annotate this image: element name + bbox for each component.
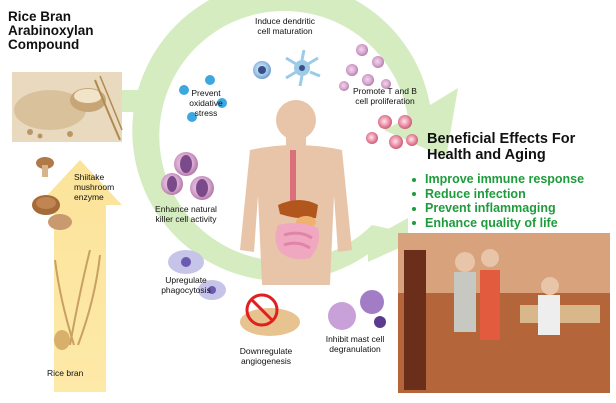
label-inhibit-mast-2: degranulation bbox=[329, 344, 381, 354]
cycle-to-benefits-arrow bbox=[368, 218, 408, 262]
arrow-labels: Shiitake mushroom enzyme Rice bran bbox=[47, 172, 114, 378]
dendritic-cells-image bbox=[253, 49, 321, 87]
compound-title-line3: Compound bbox=[8, 37, 80, 52]
label-prevent-oxidative-3: stress bbox=[195, 108, 218, 118]
label-inhibit-mast-1: Inhibit mast cell bbox=[326, 334, 385, 344]
label-shiitake-2: mushroom bbox=[74, 182, 114, 192]
label-prevent-oxidative-1: Prevent bbox=[191, 88, 221, 98]
label-promote-tb-1: Promote T and B bbox=[353, 86, 417, 96]
label-upregulate-2: phagocytosis bbox=[161, 285, 211, 295]
benefit-item: Improve immune response bbox=[412, 172, 584, 187]
phagocytes-image bbox=[168, 250, 226, 300]
oxidative-stress-icons bbox=[179, 75, 227, 122]
benefits-title-line2: Health and Aging bbox=[427, 147, 546, 163]
bullet-icon bbox=[412, 221, 416, 226]
label-shiitake-3: enzyme bbox=[74, 192, 104, 202]
compound-title-line2: Arabinoxylan bbox=[8, 23, 94, 38]
benefit-item: Enhance quality of life bbox=[412, 216, 584, 231]
label-downregulate-2: angiogenesis bbox=[241, 356, 291, 366]
human-body-figure bbox=[240, 100, 352, 285]
label-downregulate-1: Downregulate bbox=[240, 346, 293, 356]
elderly-activity-photo bbox=[398, 233, 610, 393]
label-shiitake-1: Shiitake bbox=[74, 172, 105, 182]
bullet-icon bbox=[412, 192, 416, 197]
benefit-item: Prevent inflammaging bbox=[412, 201, 584, 216]
red-cells-image bbox=[366, 115, 418, 149]
rice-grains-image bbox=[54, 249, 101, 350]
label-enhance-nk-2: killer cell activity bbox=[156, 214, 218, 224]
compound-title: Rice Bran Arabinoxylan Compound bbox=[8, 10, 94, 52]
label-promote-tb-2: cell proliferation bbox=[355, 96, 415, 106]
benefits-title: Beneficial Effects For Health and Aging bbox=[427, 131, 575, 163]
label-upregulate-1: Upregulate bbox=[165, 275, 207, 285]
benefit-item: Reduce infection bbox=[412, 187, 584, 202]
benefits-title-line1: Beneficial Effects For bbox=[427, 131, 576, 147]
rice-bran-powder-image bbox=[12, 72, 123, 142]
nk-cells-image bbox=[161, 152, 214, 200]
compound-title-line1: Rice Bran bbox=[8, 9, 72, 24]
no-angiogenesis-icon bbox=[240, 293, 300, 336]
label-induce-dendritic-2: cell maturation bbox=[257, 26, 313, 36]
label-induce-dendritic-1: Induce dendritic bbox=[255, 16, 316, 26]
bullet-icon bbox=[412, 206, 416, 211]
label-enhance-nk-1: Enhance natural bbox=[155, 204, 217, 214]
mast-cell-image bbox=[328, 290, 386, 330]
cycle-labels: Induce dendritic cell maturation Prevent… bbox=[155, 16, 417, 366]
label-rice-bran: Rice bran bbox=[47, 368, 84, 378]
bullet-icon bbox=[412, 177, 416, 182]
benefits-list: Improve immune response Reduce infection… bbox=[412, 172, 584, 230]
label-prevent-oxidative-2: oxidative bbox=[189, 98, 223, 108]
compound-to-cycle-arrow bbox=[122, 82, 156, 120]
shiitake-mushroom-image bbox=[32, 157, 72, 230]
t-b-cells-image bbox=[339, 44, 391, 91]
